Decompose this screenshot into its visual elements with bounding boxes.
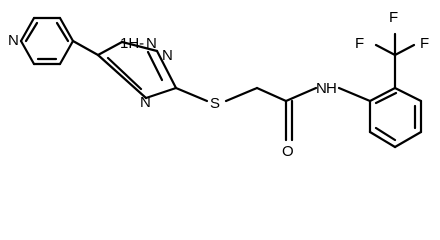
- benzene-ring: [368, 86, 423, 149]
- pyridine-triazole-bond: [71, 39, 100, 57]
- thioether-bond-1: [174, 86, 209, 103]
- sulfur-label: S: [210, 95, 220, 112]
- methylene-carbonyl-bond: [255, 86, 288, 103]
- pyridine-ring: [19, 16, 75, 66]
- benzene-bond: [393, 86, 423, 103]
- n-aryl-bond: [337, 86, 372, 103]
- triazole-bond: [155, 49, 178, 90]
- fluorine-top-label: F: [389, 9, 398, 26]
- chemical-structure-canvas: N 1H- N N N S O N H F F F: [8, 9, 430, 160]
- pyridine-bond: [58, 16, 75, 43]
- triazole-bond: [120, 40, 159, 53]
- oxygen-label: O: [282, 143, 294, 160]
- thioether-bond-2: [224, 86, 259, 103]
- pyridine-bond: [19, 16, 36, 43]
- triazole-nh-prefix: 1H-: [120, 35, 144, 52]
- pyridine-nitrogen-label: N: [8, 32, 19, 49]
- cf3-right-bond: [393, 43, 416, 57]
- fluorine-left-label: F: [355, 35, 364, 52]
- amide-nitrogen-label: N: [316, 80, 327, 97]
- triazole-bond: [144, 86, 178, 100]
- fluorine-right-label: F: [420, 35, 429, 52]
- triazole-n2-label: N: [162, 47, 173, 64]
- benzene-bond: [368, 130, 397, 149]
- triazole-bond: [96, 40, 124, 57]
- benzene-double-bond: [374, 91, 398, 105]
- benzene-double-bond: [374, 126, 397, 142]
- triazole-double-bond: [146, 50, 164, 82]
- cf3-left-bond: [374, 43, 397, 57]
- triazole-n1-label: N: [146, 35, 157, 52]
- triazole-double-bond: [106, 56, 143, 91]
- triazole-n4-label: N: [140, 94, 151, 111]
- pyridine-bond: [19, 39, 36, 66]
- triazole-bond: [96, 53, 148, 100]
- amide-hydrogen-label: H: [326, 80, 337, 97]
- pyridine-double-bond: [55, 21, 70, 43]
- pyridine-double-bond: [24, 21, 39, 43]
- triazole-ring: [96, 40, 178, 100]
- benzene-bond: [393, 130, 423, 149]
- molecule-diagram: N 1H- N N N S O N H F F F: [8, 9, 429, 160]
- benzene-bond: [368, 86, 397, 103]
- amide-bond: [284, 86, 318, 103]
- pyridine-bond: [58, 39, 75, 66]
